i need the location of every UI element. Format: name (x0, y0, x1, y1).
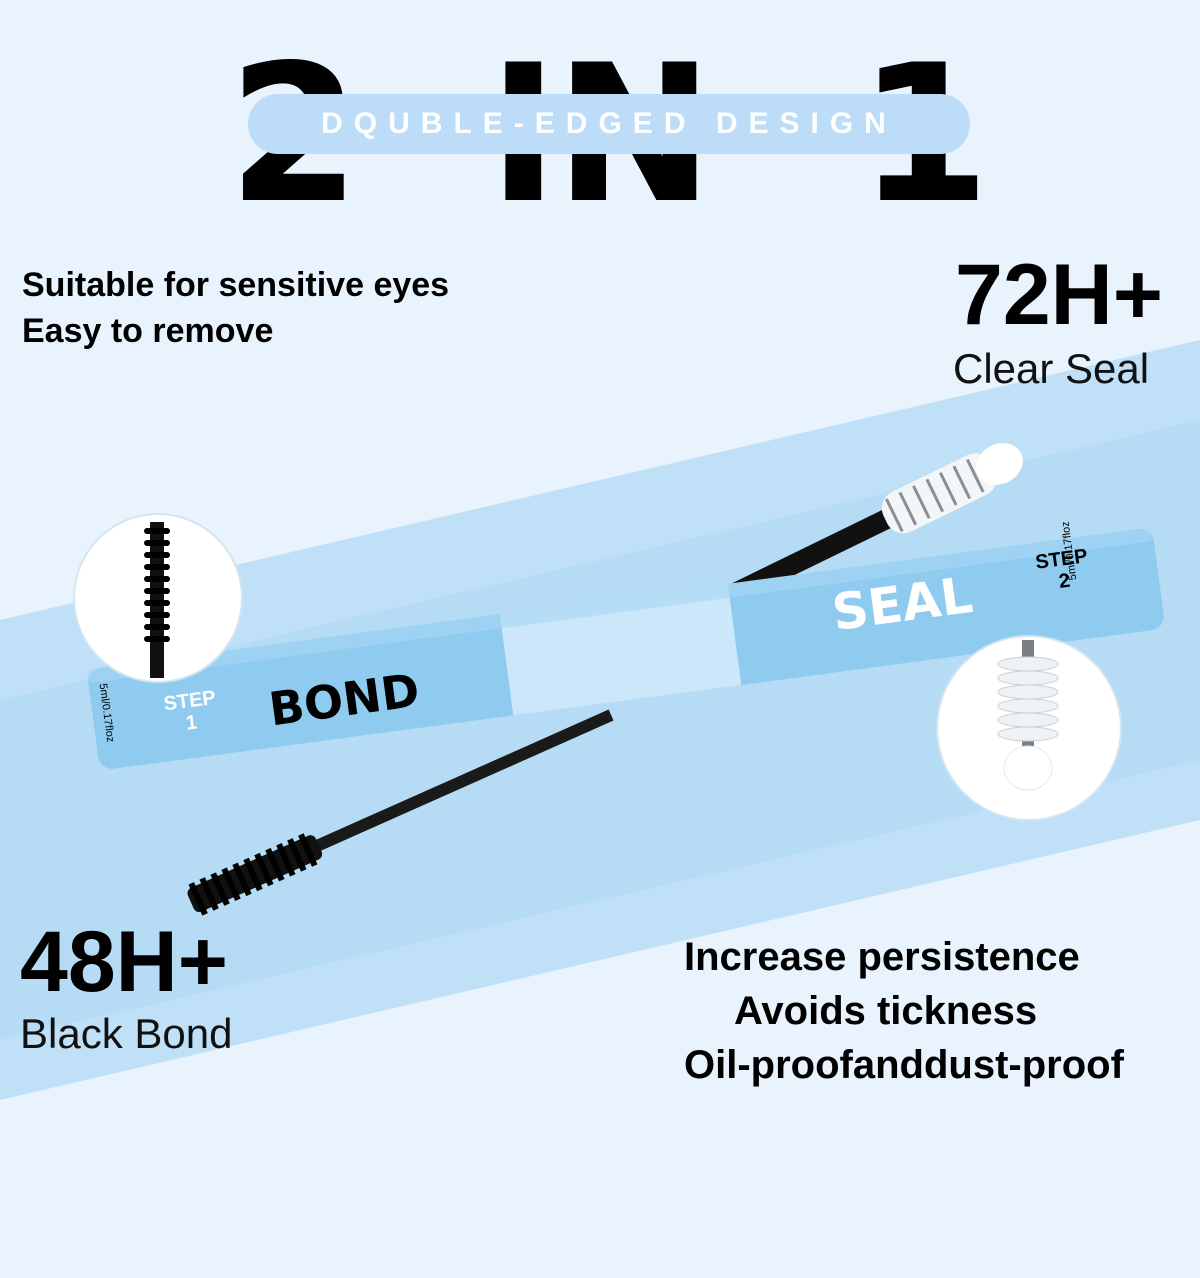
features-bottom-right: Increase persistence Avoids tickness Oil… (684, 930, 1124, 1092)
bond-step: STEP 1 (162, 687, 217, 737)
product-illustration (73, 443, 1164, 916)
bond-volume: 5ml/0.17floz (96, 682, 117, 744)
design-banner-text: DQUBLE-EDGED DESIGN (321, 107, 897, 140)
seal-duration-label: Clear Seal (953, 345, 1150, 392)
feature-oil-dust-proof: Oil-proofanddust-proof (684, 1043, 1124, 1087)
design-banner: DQUBLE-EDGED DESIGN (248, 94, 970, 154)
bond-label: BOND (265, 662, 423, 737)
seal-duration: 72H+ (955, 247, 1163, 343)
tube (87, 528, 1164, 769)
feature-avoids-tickness: Avoids tickness (734, 989, 1038, 1033)
bond-wand (187, 709, 614, 916)
feature-persistence: Increase persistence (684, 935, 1080, 979)
feature-easy-remove: Easy to remove (22, 312, 274, 350)
features-top-left: Suitable for sensitive eyes Easy to remo… (22, 262, 449, 354)
seal-label: SEAL (828, 565, 976, 643)
bond-duration-label: Black Bond (20, 1010, 233, 1057)
bond-duration: 48H+ (20, 914, 228, 1010)
bond-zoom-circle (73, 513, 243, 683)
seal-zoom-circle (936, 635, 1122, 821)
feature-sensitive-eyes: Suitable for sensitive eyes (22, 266, 450, 304)
